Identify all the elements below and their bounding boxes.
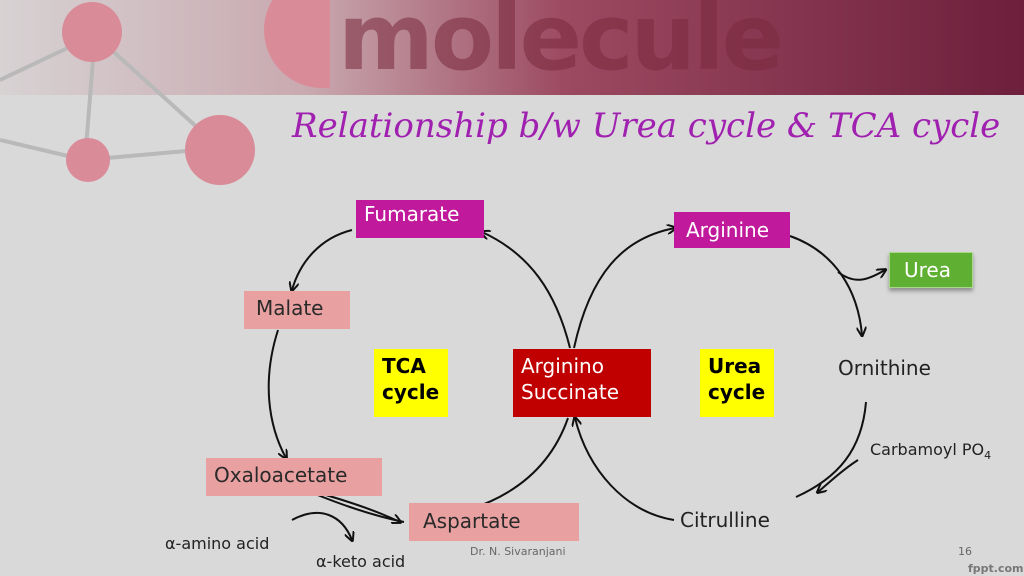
arginino-line1: Arginino [521,354,604,378]
footer-author: Dr. N. Sivaranjani [470,545,566,558]
node-urea: Urea [889,252,973,288]
node-arginino-succinate: Arginino Succinate [513,349,651,417]
footer-page-number: 16 [958,545,972,558]
molecule-sphere [185,115,255,185]
footer-brand: fppt.com [968,562,1024,575]
slide-title: Relationship b/w Urea cycle & TCA cycle [292,106,1001,146]
header-banner [0,0,1024,95]
carbamoyl-subscript: 4 [984,449,992,463]
tca-line1: TCA [382,354,426,378]
arginino-line2: Succinate [521,380,619,404]
arrow-citrulline-argininosuccinate [575,418,675,521]
molecule-sphere [264,0,330,88]
arrow-malate-oxaloacetate [267,329,286,458]
node-arginine: Arginine [674,212,790,248]
node-aspartate: Aspartate [409,503,579,541]
molecule-sphere [62,2,122,62]
arrow-urea-release [837,270,885,281]
arrow-fumarate-malate [292,229,353,290]
label-urea-cycle: Urea cycle [700,349,774,417]
label-tca-cycle: TCA cycle [374,349,448,417]
molecule-sphere [66,138,110,182]
node-fumarate: Fumarate [356,200,484,238]
arrow-argininosuccinate-fumarate [482,232,571,349]
node-ornithine: Ornithine [838,356,931,380]
arrow-carbamoyl-join [818,459,859,492]
molecule-graphic [0,0,330,185]
arrow-argininosuccinate-arginine [573,228,675,349]
urea-cycle-line1: Urea [708,354,762,378]
tca-line2: cycle [382,380,440,404]
carbamoyl-text: Carbamoyl PO [870,440,985,459]
arrow-arginine-ornithine [789,235,862,335]
urea-cycle-line2: cycle [708,380,766,404]
label-carbamoyl: Carbamoyl PO4 [870,440,991,462]
node-oxaloacetate: Oxaloacetate [206,458,382,496]
node-citrulline: Citrulline [680,508,770,532]
arrow-amino-to-keto [291,511,352,540]
node-malate: Malate [244,291,350,329]
arrow-ornithine-citrulline [795,401,867,498]
label-keto-acid: α-keto acid [316,552,406,571]
banner-word: molecule [338,0,784,91]
label-amino-acid: α-amino acid [165,534,270,553]
